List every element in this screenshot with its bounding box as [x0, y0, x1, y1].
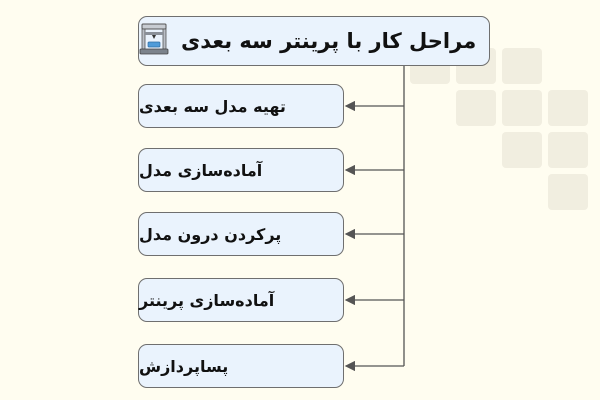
- 3d-printer-icon: [139, 23, 169, 60]
- step-box-4: آماده‌سازی پرینتر: [138, 278, 344, 322]
- step-box-1: تهیه مدل سه بعدی: [138, 84, 344, 128]
- step-label-1: تهیه مدل سه بعدی: [139, 96, 286, 116]
- step-box-3: پرکردن درون مدل: [138, 212, 344, 256]
- title-box: مراحل کار با پرینتر سه بعدی: [138, 16, 490, 66]
- step-label-2: آماده‌سازی مدل: [139, 160, 263, 180]
- step-label-3: پرکردن درون مدل: [139, 224, 282, 244]
- diagram-title: مراحل کار با پرینتر سه بعدی: [181, 29, 477, 53]
- step-label-5: پساپردازش: [139, 356, 229, 376]
- watermark-logo: [410, 48, 588, 210]
- step-box-2: آماده‌سازی مدل: [138, 148, 344, 192]
- step-box-5: پساپردازش: [138, 344, 344, 388]
- step-label-4: آماده‌سازی پرینتر: [139, 290, 275, 310]
